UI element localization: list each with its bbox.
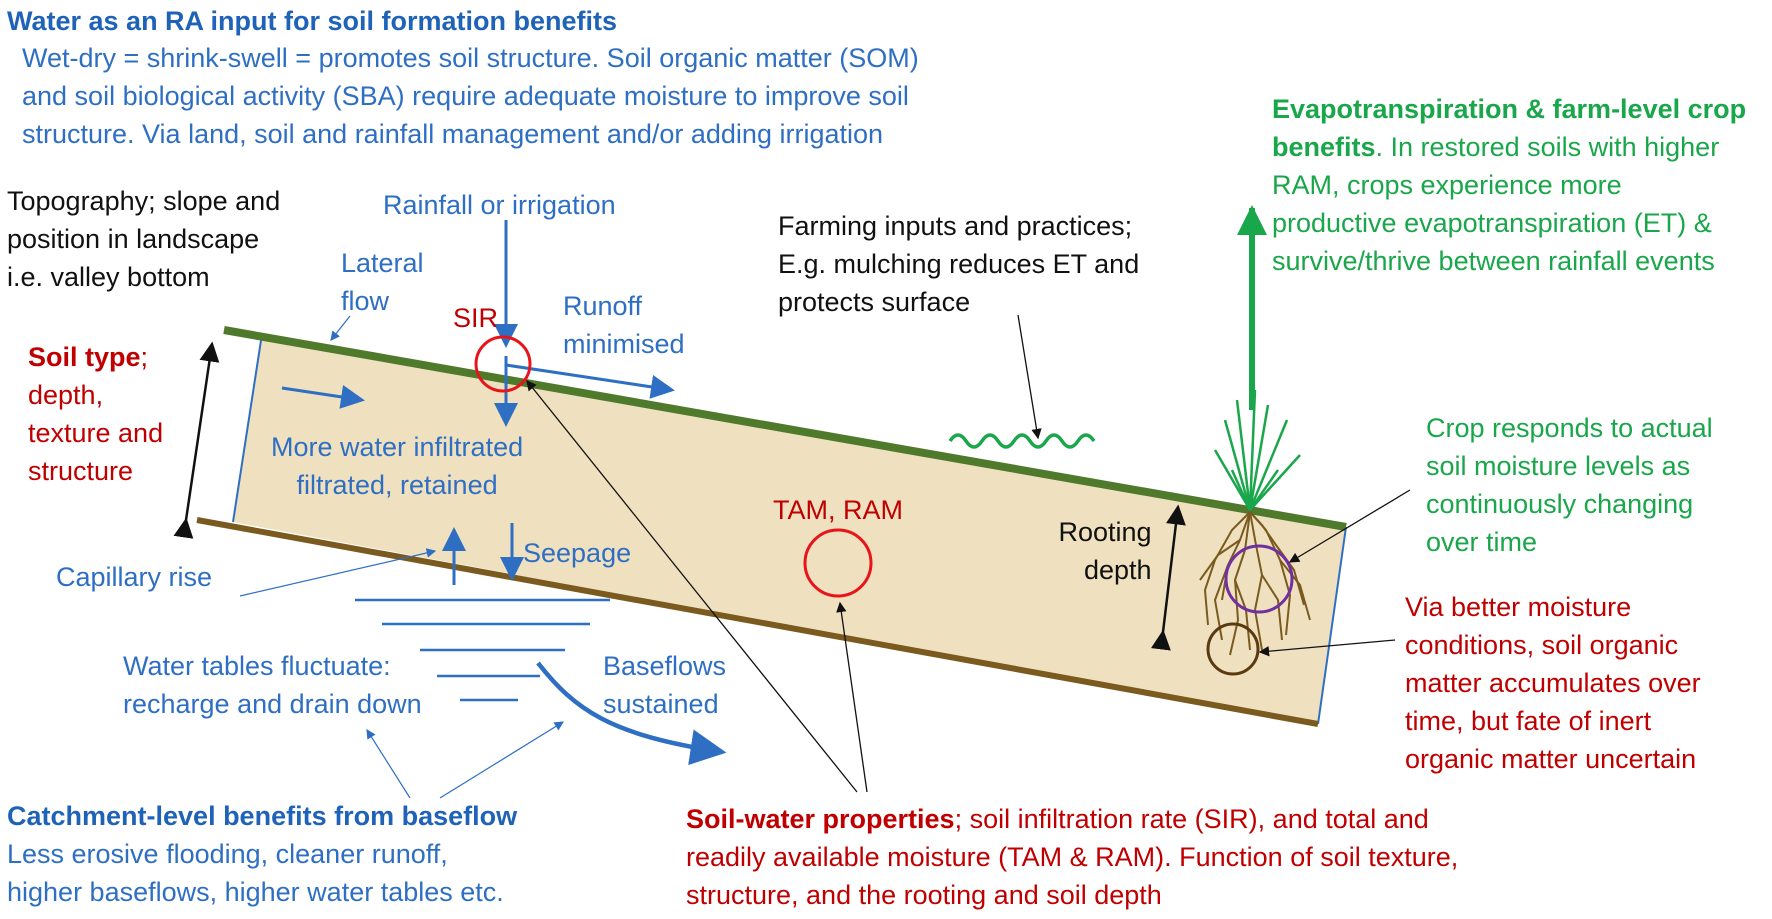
topography-line-2: position in landscape: [7, 224, 260, 254]
via-better-text: Via better moisture conditions, soil org…: [1405, 588, 1701, 778]
catchment-line-2: higher baseflows, higher water tables et…: [7, 877, 504, 907]
et-line-4: productive evapotranspiration (ET) &: [1272, 208, 1712, 238]
baseflows-line-2: sustained: [603, 689, 719, 719]
farming-line-2: E.g. mulching reduces ET and: [778, 249, 1140, 279]
et-line-5: survive/thrive between rainfall events: [1272, 246, 1715, 276]
runoff-line-2: minimised: [563, 329, 685, 359]
runoff-label: Runoff minimised: [563, 287, 685, 363]
rooting-depth-line-1: Rooting: [1058, 517, 1152, 547]
root-zone-brown-circle: [1206, 622, 1260, 676]
water-input-body: Wet-dry = shrink-swell = promotes soil s…: [22, 39, 919, 153]
soil-water-line-2: readily available moisture (TAM & RAM). …: [686, 842, 1459, 872]
soil-water-pointer-sir: [526, 379, 858, 793]
tam-ram-label: TAM, RAM: [773, 495, 903, 525]
crop-responds-line-3: continuously changing: [1426, 489, 1694, 519]
via-better-pointer: [1258, 639, 1396, 657]
evapotranspiration-text: Evapotranspiration & farm-level crop ben…: [1272, 90, 1746, 280]
et-line-3: RAM, crops experience more: [1272, 170, 1622, 200]
catchment-line-1: Less erosive flooding, cleaner runoff,: [7, 839, 448, 869]
via-better-line-4: time, but fate of inert: [1405, 706, 1652, 736]
crop-responds-line-1: Crop responds to actual: [1426, 413, 1713, 443]
soil-water-line-3: structure, and the rooting and soil dept…: [686, 880, 1162, 910]
catchment-title: Catchment-level benefits from baseflow: [7, 801, 518, 831]
soil-left-edge: [232, 333, 263, 523]
crop-responds-pointer: [1288, 489, 1411, 563]
soil-surface-line: [223, 326, 1347, 531]
soil-right-edge: [1317, 526, 1347, 725]
rooting-depth-arrow: [1150, 504, 1186, 651]
topography-label: Topography; slope and position in landsc…: [7, 182, 280, 296]
et-title-2: benefits: [1272, 132, 1376, 162]
farming-line-1: Farming inputs and practices;: [778, 211, 1133, 241]
via-better-line-1: Via better moisture: [1405, 592, 1632, 622]
crop-responds-line-4: over time: [1426, 527, 1538, 557]
seepage-label: Seepage: [523, 538, 632, 568]
et-title: Evapotranspiration & farm-level crop: [1272, 94, 1747, 124]
baseflow-curve-arrow: [536, 661, 727, 766]
soil-depth-arrow: [173, 341, 220, 539]
baseflows-label: Baseflows sustained: [603, 647, 726, 723]
via-better-line-5: organic matter uncertain: [1405, 744, 1697, 774]
tam-ram-circle: [803, 528, 873, 598]
water-input-line-1: Wet-dry = shrink-swell = promotes soil s…: [22, 43, 919, 73]
sir-label: SIR: [453, 303, 499, 333]
lateral-flow-pointer: [330, 315, 351, 341]
topography-line-1: Topography; slope and: [7, 186, 281, 216]
lateral-flow-line-1: Lateral: [341, 248, 424, 278]
rainfall-label: Rainfall or irrigation: [383, 190, 616, 220]
rooting-depth-line-2: depth: [1084, 555, 1152, 585]
soil-slab: [233, 334, 1346, 724]
water-tables-line-2: recharge and drain down: [123, 689, 422, 719]
crop-leaves: [1213, 389, 1301, 511]
capillary-rise-pointer: [239, 548, 437, 597]
soil-type-suffix: ;: [140, 342, 149, 372]
catchment-body: Less erosive flooding, cleaner runoff, h…: [7, 835, 504, 911]
baseflows-line-1: Baseflows: [603, 651, 727, 681]
catchment-pointer-1: [366, 728, 411, 799]
water-tables-label: Water tables fluctuate: recharge and dra…: [123, 647, 422, 723]
crop-responds-line-2: soil moisture levels as: [1426, 451, 1691, 481]
catchment-pointer-2: [439, 721, 565, 799]
via-better-line-3: matter accumulates over: [1405, 668, 1701, 698]
infiltrated-label: More water infiltrated filtrated, retain…: [271, 428, 523, 504]
farming-label: Farming inputs and practices; E.g. mulch…: [778, 207, 1139, 321]
rooting-depth-label: Rooting depth: [1056, 513, 1152, 589]
soil-bottom-line: [196, 517, 1319, 727]
lateral-flow-label: Lateral flow: [341, 244, 424, 320]
crop-responds-text: Crop responds to actual soil moisture le…: [1426, 409, 1713, 561]
soil-type-title: Soil type: [28, 342, 141, 372]
soil-type-label: Soil type; depth, texture and structure: [28, 338, 163, 490]
soil-water-text: Soil-water properties; soil infiltration…: [686, 800, 1458, 914]
water-input-line-3: structure. Via land, soil and rainfall m…: [22, 119, 884, 149]
mulch-squiggle: [948, 433, 1096, 449]
water-input-line-2: and soil biological activity (SBA) requi…: [22, 81, 909, 111]
infiltrated-line-2: filtrated, retained: [296, 470, 498, 500]
farming-pointer: [1017, 314, 1042, 440]
via-better-line-2: conditions, soil organic: [1405, 630, 1679, 660]
soil-type-line-3: structure: [28, 456, 134, 486]
infiltrated-line-1: More water infiltrated: [271, 432, 524, 462]
soil-water-title: Soil-water properties: [686, 804, 955, 834]
root-zone-purple-circle: [1224, 544, 1294, 614]
lateral-flow-line-2: flow: [341, 286, 390, 316]
runoff-line-1: Runoff: [563, 291, 643, 321]
lateral-flow-arrow: [281, 385, 365, 409]
water-tables-line-1: Water tables fluctuate:: [123, 651, 391, 681]
soil-type-line-2: texture and: [28, 418, 164, 448]
capillary-rise-label: Capillary rise: [56, 562, 213, 592]
soil-water-line-1: ; soil infiltration rate (SIR), and tota…: [954, 804, 1429, 834]
runoff-arrow: [505, 363, 675, 399]
water-input-title: Water as an RA input for soil formation …: [7, 6, 618, 36]
farming-line-3: protects surface: [778, 287, 971, 317]
sir-circle: [474, 335, 532, 393]
soil-type-line-1: depth,: [28, 380, 104, 410]
et-line-2: . In restored soils with higher: [1375, 132, 1720, 162]
soil-water-pointer-tam: [836, 601, 868, 793]
topography-line-3: i.e. valley bottom: [7, 262, 210, 292]
